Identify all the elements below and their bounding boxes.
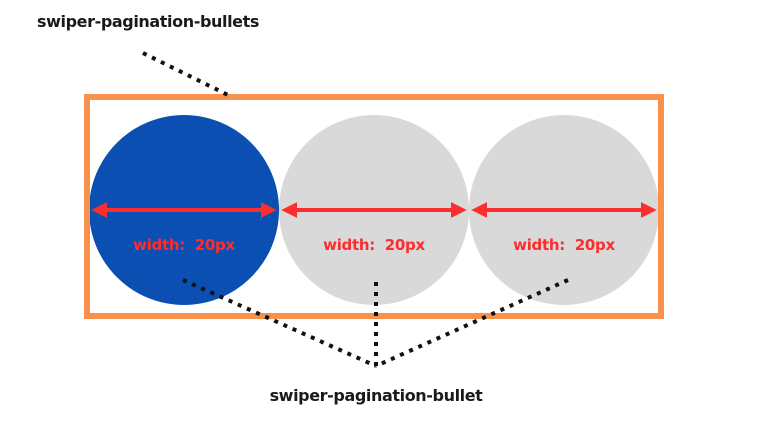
pagination-bullet-inactive bbox=[469, 115, 659, 305]
pagination-bullet-active bbox=[89, 115, 279, 305]
width-value-label: width: 20px bbox=[133, 236, 235, 254]
annotation-line-container bbox=[142, 51, 233, 99]
width-value-label: width: 20px bbox=[323, 236, 425, 254]
container-class-label: swiper-pagination-bullets bbox=[37, 12, 259, 31]
bullet-class-label: swiper-pagination-bullet bbox=[269, 386, 483, 405]
width-value-label: width: 20px bbox=[513, 236, 615, 254]
pagination-bullet-inactive bbox=[279, 115, 469, 305]
